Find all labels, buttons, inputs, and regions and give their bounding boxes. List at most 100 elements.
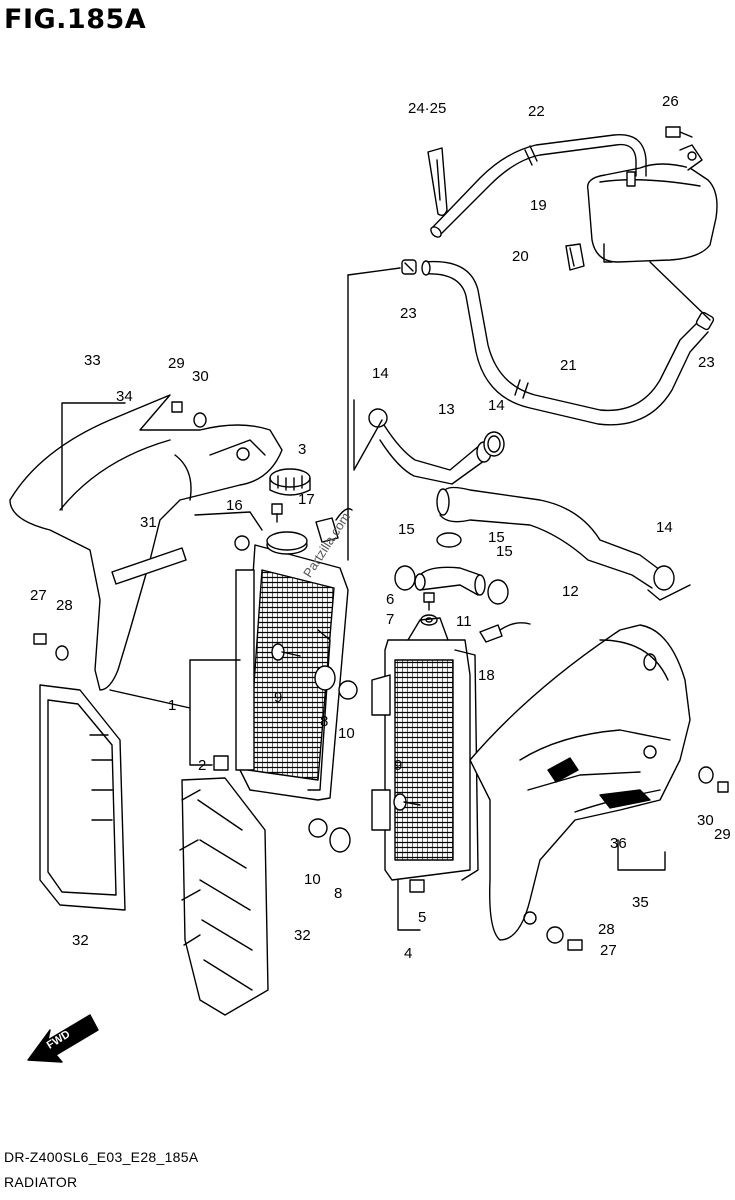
callout-part-8: 8 [334, 885, 343, 902]
grill-32-left [39, 684, 126, 911]
callout-part-15: 15 [398, 521, 415, 538]
washer-28-right [546, 926, 564, 944]
callout-part-35: 35 [632, 894, 649, 911]
callout-part-29: 29 [168, 355, 185, 372]
clip-2 [213, 755, 229, 771]
callout-part-7: 7 [386, 611, 395, 628]
callout-part-4: 4 [404, 945, 413, 962]
grommet-8-left [314, 665, 336, 691]
callout-part-14: 14 [372, 365, 389, 382]
callout-part-9: 9 [394, 757, 403, 774]
callout-part-30: 30 [192, 368, 209, 385]
callout-part-3: 3 [298, 441, 307, 458]
callout-part-22: 22 [528, 103, 545, 120]
collar-10-left [338, 680, 358, 700]
leader-line-shroud-33 [61, 402, 126, 511]
clamp-15-top [436, 532, 462, 548]
bolt-26 [665, 126, 693, 138]
clamp-15-left [394, 565, 416, 591]
callout-part-34: 34 [116, 388, 133, 405]
clamp-15-right [487, 579, 509, 605]
shroud-left [9, 394, 283, 691]
callout-part-6: 6 [386, 591, 395, 608]
bolt-16 [271, 503, 283, 523]
bolt-29-left [171, 401, 183, 413]
callout-part-18: 18 [478, 667, 495, 684]
grommet-8-lower [329, 827, 351, 853]
callout-part-29: 29 [714, 826, 731, 843]
callout-part-9: 9 [274, 689, 283, 706]
bolt-9-right [393, 793, 421, 811]
leader-line-hose-12 [647, 584, 691, 601]
hose-12 [436, 486, 661, 589]
grill-32-middle [179, 777, 269, 1016]
bolt-9-left [271, 643, 301, 661]
callout-part-21: 21 [560, 357, 577, 374]
callout-part-13: 13 [438, 401, 455, 418]
clamp-14-right [653, 565, 675, 591]
callout-part-20: 20 [512, 248, 529, 265]
callout-part-33: 33 [84, 352, 101, 369]
callout-part-10: 10 [304, 871, 321, 888]
bolt-27-right [567, 939, 583, 951]
leader-line-radiator-4 [397, 879, 421, 931]
hose-13 [368, 408, 492, 485]
washer-28-left [55, 645, 69, 661]
callout-part-31: 31 [140, 514, 157, 531]
clamp-24-25 [427, 147, 448, 217]
bolt-29-right [717, 781, 729, 793]
callout-part-32: 32 [72, 932, 89, 949]
clip-23-top [401, 259, 417, 275]
group-name: RADIATOR [4, 1174, 78, 1190]
bolt-27-left [33, 633, 47, 645]
callout-part-36: 36 [610, 835, 627, 852]
leader-line-hose-13 [353, 399, 383, 471]
shroud-right [469, 624, 691, 941]
clamp-14-upper [483, 431, 505, 457]
bolt-6 [423, 592, 435, 611]
model-code: DR-Z400SL6_E03_E28_185A [4, 1149, 199, 1165]
callout-part-23: 23 [400, 305, 417, 322]
callout-part-15: 15 [488, 529, 505, 546]
radiator-right [371, 617, 479, 881]
callout-part-8: 8 [320, 713, 329, 730]
decal-31 [111, 547, 187, 585]
callout-part-32: 32 [294, 927, 311, 944]
callout-part-14: 14 [488, 397, 505, 414]
leader-line-clip-23 [347, 267, 401, 276]
callout-part-17: 17 [298, 491, 315, 508]
figure-title: FIG.185A [4, 4, 147, 35]
fwd-arrow-icon [27, 1014, 99, 1063]
callout-part-26: 26 [662, 93, 679, 110]
callout-part-23: 23 [698, 354, 715, 371]
callout-part-10: 10 [338, 725, 355, 742]
callout-part-27: 27 [600, 942, 617, 959]
callout-part-30: 30 [697, 812, 714, 829]
washer-30-left [193, 412, 207, 428]
callout-part-5: 5 [418, 909, 427, 926]
callout-part-14: 14 [656, 519, 673, 536]
leader-line-radiator-1 [189, 659, 241, 766]
radiator-cap-3 [269, 468, 311, 496]
callout-part-19: 19 [530, 197, 547, 214]
callout-part-16: 16 [226, 497, 243, 514]
leader-line-clip-23-right [649, 261, 711, 321]
callout-part-28: 28 [598, 921, 615, 938]
callout-part-15: 15 [496, 543, 513, 560]
sensor-17 [315, 508, 353, 543]
callout-part-24-25: 24·25 [408, 100, 447, 117]
radiator-left [235, 531, 349, 801]
reservoir-tank [586, 144, 718, 263]
washer-30-right [698, 766, 714, 784]
leader-line-grommet [109, 689, 191, 709]
cushion-20 [565, 243, 585, 271]
thermo-switch-18 [479, 622, 531, 643]
hose-22 [430, 134, 647, 238]
callout-part-12: 12 [562, 583, 579, 600]
hose-21 [421, 260, 709, 426]
leader-line-shroud-35 [617, 839, 666, 871]
hose-11 [414, 566, 486, 596]
callout-part-1: 1 [168, 697, 177, 714]
